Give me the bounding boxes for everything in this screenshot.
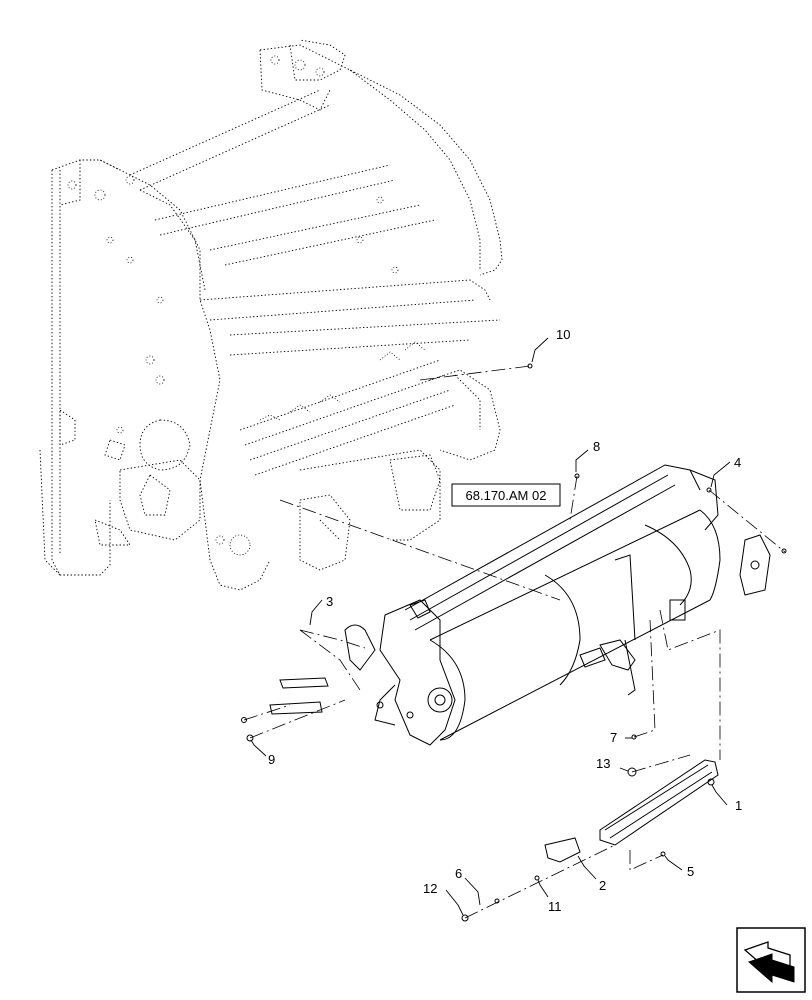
assembly-center-lines xyxy=(243,365,786,919)
callout-2: 2 xyxy=(599,878,606,893)
callout-4: 4 xyxy=(734,455,741,470)
callout-5: 5 xyxy=(687,864,694,879)
callout-8: 8 xyxy=(593,439,600,454)
callout-1: 1 xyxy=(735,798,742,813)
callout-labels: 10 8 4 3 7 13 1 9 5 2 6 11 12 xyxy=(268,327,742,914)
callout-9: 9 xyxy=(268,752,275,767)
callout-6: 6 xyxy=(455,866,462,881)
gate-roller-assembly xyxy=(344,464,771,746)
scraper-shield xyxy=(461,363,787,922)
callout-12: 12 xyxy=(423,881,437,896)
baler-main-frame xyxy=(39,39,503,591)
callout-10: 10 xyxy=(556,327,570,342)
reference-box-label: 68.170.AM 02 xyxy=(466,488,547,503)
callout-7: 7 xyxy=(610,730,617,745)
callout-leader-lines xyxy=(250,337,731,916)
reference-box: 68.170.AM 02 xyxy=(451,483,561,507)
callout-3: 3 xyxy=(326,594,333,609)
next-page-arrow-icon[interactable] xyxy=(736,927,806,993)
callout-13: 13 xyxy=(596,756,610,771)
lower-brackets xyxy=(241,677,329,742)
callout-11: 11 xyxy=(548,899,562,914)
